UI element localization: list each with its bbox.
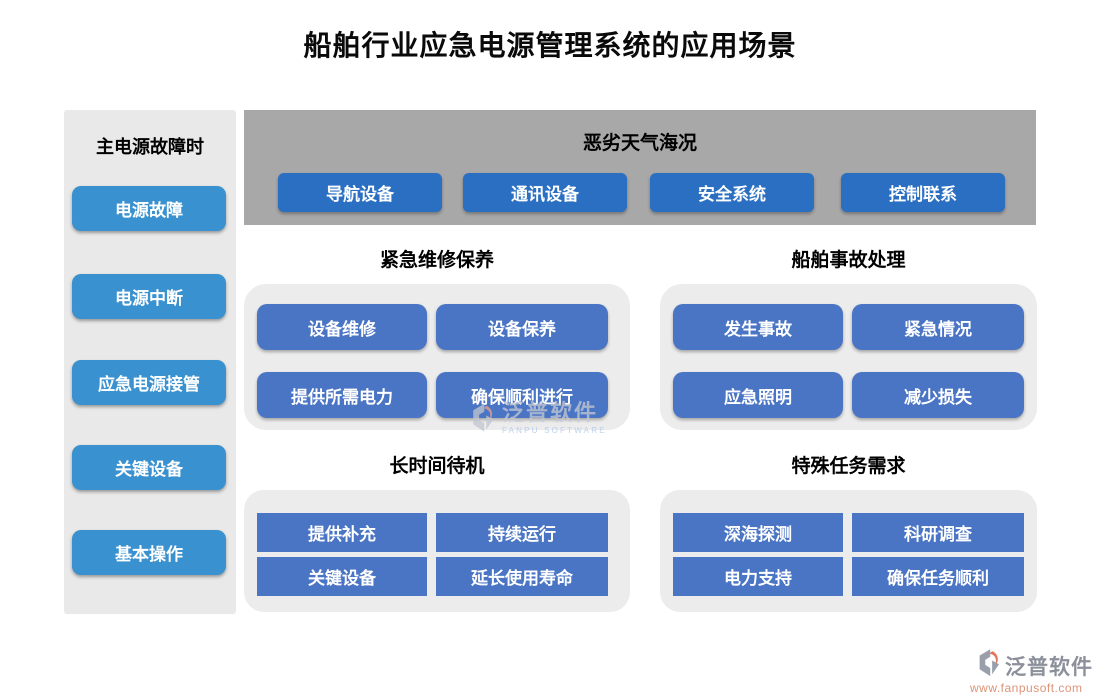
- panel-special-mission: 深海探测 科研调查 电力支持 确保任务顺利: [660, 490, 1037, 612]
- panel-ship-accident-handling: 发生事故 紧急情况 应急照明 减少损失: [660, 284, 1037, 430]
- btn-control-contact[interactable]: 控制联系: [841, 173, 1005, 212]
- section-title-special-mission: 特殊任务需求: [791, 456, 906, 477]
- btn-deep-sea-exploration[interactable]: 深海探测: [673, 513, 843, 552]
- btn-power-failure[interactable]: 电源故障: [72, 186, 226, 231]
- btn-reduce-loss[interactable]: 减少损失: [852, 372, 1024, 418]
- footer-logo: 泛普软件 www.fanpusoft.com: [970, 648, 1098, 695]
- footer-brand-url: www.fanpusoft.com: [970, 681, 1083, 695]
- footer-brand-name: 泛普软件: [1005, 655, 1093, 679]
- section-title-emergency-maintenance: 紧急维修保养: [379, 250, 494, 271]
- btn-emergency-power-takeover[interactable]: 应急电源接管: [72, 360, 226, 405]
- btn-safety-system[interactable]: 安全系统: [650, 173, 814, 212]
- btn-equipment-maintenance[interactable]: 设备保养: [436, 304, 608, 350]
- btn-emergency-lighting[interactable]: 应急照明: [673, 372, 843, 418]
- sidebar-title: 主电源故障时: [96, 137, 204, 157]
- btn-extend-service-life[interactable]: 延长使用寿命: [436, 557, 608, 596]
- btn-equipment-repair[interactable]: 设备维修: [257, 304, 427, 350]
- btn-key-equipment[interactable]: 关键设备: [72, 445, 226, 490]
- section-title-ship-accident-handling: 船舶事故处理: [791, 250, 906, 271]
- btn-communication-equipment[interactable]: 通讯设备: [463, 173, 627, 212]
- panel-bad-weather-sea-conditions: 恶劣天气海况 导航设备 通讯设备 安全系统 控制联系: [244, 110, 1036, 225]
- btn-provide-supplement[interactable]: 提供补充: [257, 513, 427, 552]
- btn-scientific-research-survey[interactable]: 科研调查: [852, 513, 1024, 552]
- btn-key-equipment-standby[interactable]: 关键设备: [257, 557, 427, 596]
- btn-ensure-smooth-progress[interactable]: 确保顺利进行: [436, 372, 608, 418]
- sidebar-main-power-failure: 主电源故障时 电源故障 电源中断 应急电源接管 关键设备 基本操作: [64, 110, 236, 614]
- btn-provide-required-power[interactable]: 提供所需电力: [257, 372, 427, 418]
- btn-emergency-situation[interactable]: 紧急情况: [852, 304, 1024, 350]
- btn-ensure-mission-success[interactable]: 确保任务顺利: [852, 557, 1024, 596]
- btn-continuous-operation[interactable]: 持续运行: [436, 513, 608, 552]
- fanpu-footer-logo-icon: [976, 648, 1002, 683]
- panel-emergency-maintenance: 设备维修 设备保养 提供所需电力 确保顺利进行: [244, 284, 630, 430]
- btn-navigation-equipment[interactable]: 导航设备: [278, 173, 442, 212]
- panel-long-standby: 提供补充 持续运行 关键设备 延长使用寿命: [244, 490, 630, 612]
- section-title-long-standby: 长时间待机: [389, 456, 485, 477]
- btn-basic-operation[interactable]: 基本操作: [72, 530, 226, 575]
- page-title: 船舶行业应急电源管理系统的应用场景: [303, 30, 797, 61]
- weather-panel-title: 恶劣天气海况: [582, 133, 697, 154]
- btn-power-support[interactable]: 电力支持: [673, 557, 843, 596]
- btn-power-interruption[interactable]: 电源中断: [72, 274, 226, 319]
- btn-accident-occurs[interactable]: 发生事故: [673, 304, 843, 350]
